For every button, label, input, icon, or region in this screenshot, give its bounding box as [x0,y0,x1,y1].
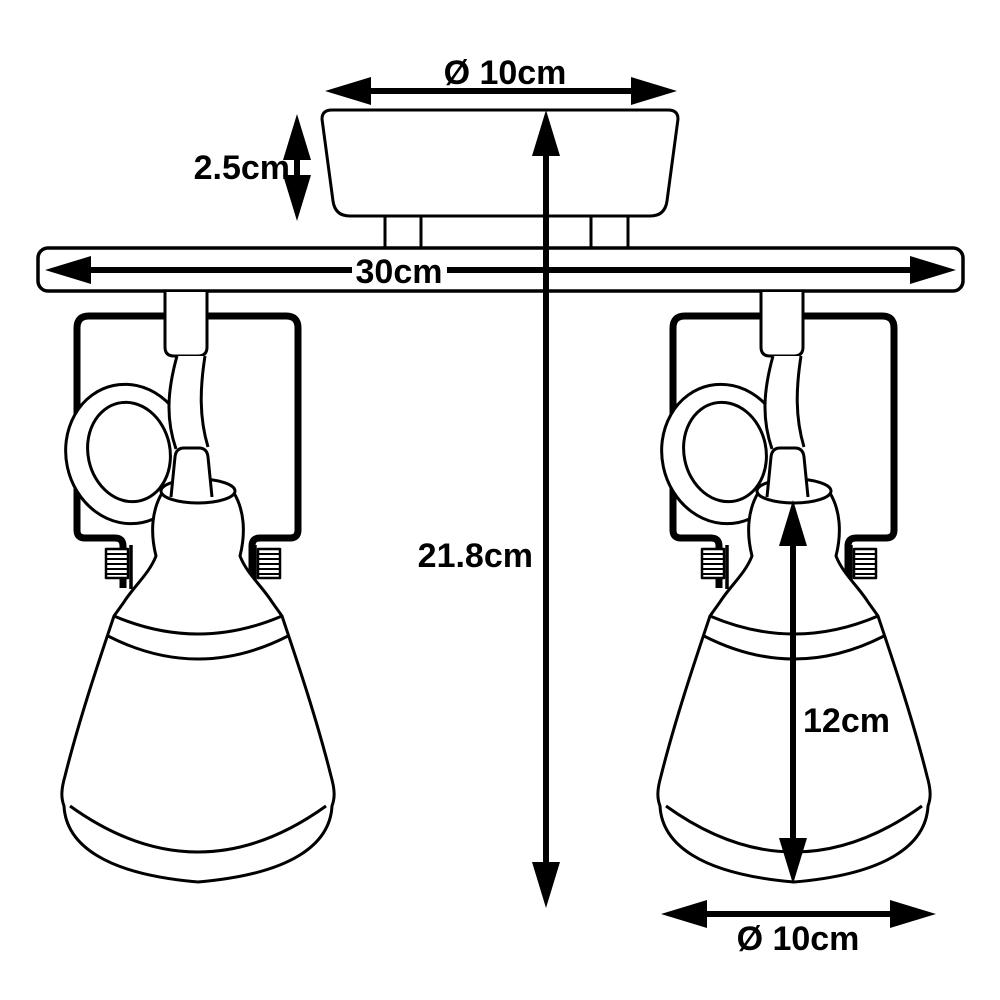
canopy-diameter-label: Ø 10cm [444,54,567,92]
right-spotlight [649,292,930,882]
arrow-left-icon [45,256,91,284]
knurled-screw-left [104,545,133,589]
lamp-stem [163,292,209,358]
shade-collar-band [107,614,289,661]
arrow-left-icon [325,77,371,105]
arrow-up-icon [283,114,311,160]
lamp-socket [169,446,214,498]
arrow-down-icon [779,838,807,884]
left-spotlight [60,292,336,884]
bar-length-label: 30cm [356,253,443,291]
shade-diameter-label: Ø 10cm [737,920,860,958]
bar-length-arrow [45,256,956,284]
cable-loop-inner [86,400,172,504]
lamp-shade [60,492,336,884]
arrow-left-icon [661,900,707,928]
arrow-down-icon [532,862,560,908]
overall-height-arrow [532,110,560,908]
shade-height-arrow [779,500,807,884]
canopy-outline [320,108,680,218]
arrow-up-icon [532,110,560,156]
canopy-height-label: 2.5cm [194,149,290,187]
cable-tube-edges [167,355,210,450]
shade-rim-crease [69,804,327,854]
canopy-diameter-arrow [325,77,677,105]
arrow-right-icon [631,77,677,105]
arrow-right-icon [890,900,936,928]
shade-height-label: 12cm [803,702,890,740]
arrow-right-icon [910,256,956,284]
cable-tube [168,356,208,449]
canopy-posts [383,217,630,250]
arrow-down-icon [283,175,311,221]
arrow-up-icon [779,500,807,546]
overall-height-label: 21.8cm [418,537,533,575]
canopy-height-arrow [283,114,311,221]
shade-diameter-arrow [661,900,936,928]
